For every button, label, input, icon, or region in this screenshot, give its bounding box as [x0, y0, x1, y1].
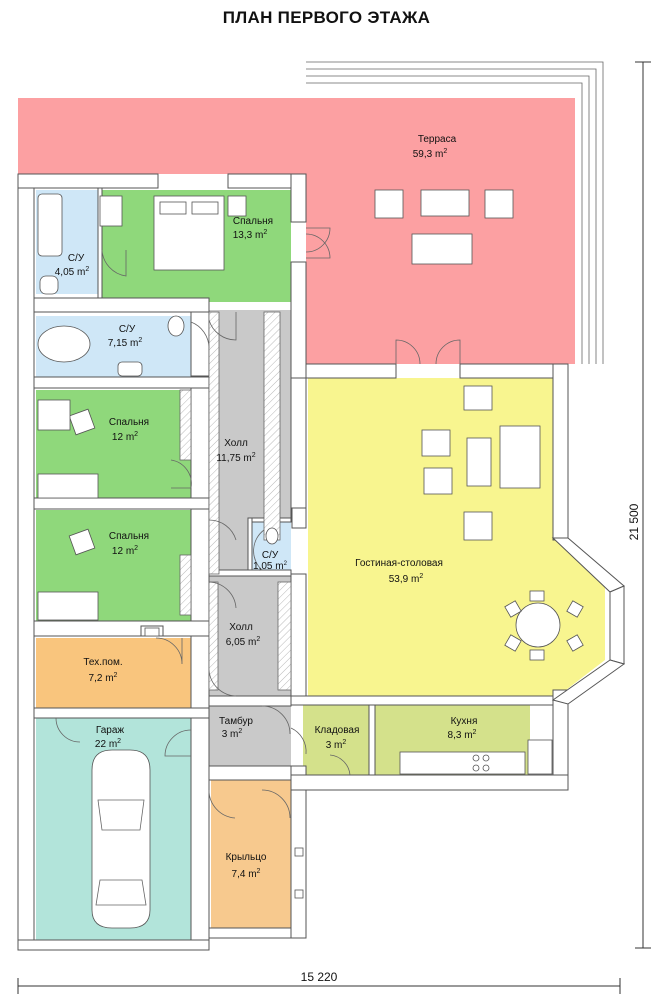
storage-fill: [303, 705, 369, 775]
furniture: [37, 189, 584, 929]
storage-area: 3 m2: [326, 739, 347, 751]
dimension-width: 15 220: [17, 970, 621, 994]
terrace-fill: [18, 98, 575, 364]
porch-name: Крыльцо: [226, 852, 267, 863]
height-label: 21 500: [627, 503, 641, 540]
garage-area: 22 m2: [95, 738, 121, 750]
bedroom1-name: Спальня: [233, 216, 273, 227]
bedroom3-area: 12 m2: [112, 545, 138, 557]
hall2-name: Холл: [229, 622, 253, 633]
porch-fill: [211, 780, 291, 928]
garage-name: Гараж: [96, 725, 125, 736]
bedroom2-name: Спальня: [109, 417, 149, 428]
walls: [17, 173, 626, 951]
bath2-area: 7,15 m2: [108, 337, 143, 349]
hall2-fill: [209, 575, 291, 696]
tech-fill: [36, 638, 191, 708]
bedroom1-area: 13,3 m2: [233, 229, 268, 241]
bath1-name: С/У: [68, 253, 85, 264]
doors: [55, 227, 461, 819]
bath2-name: С/У: [119, 324, 136, 335]
porch-area: 7,4 m2: [232, 868, 261, 880]
wc-name: С/У: [262, 550, 279, 561]
room-labels: Терраса 59,3 m2 С/У 4,05 m2 Спальня 13,3…: [55, 134, 478, 880]
dimension-height: 21 500: [627, 61, 651, 949]
hall1-area: 11,75 m2: [216, 452, 255, 464]
tech-name: Тех.пом.: [83, 657, 122, 668]
hall2-area: 6,05 m2: [226, 636, 261, 648]
tambour-name: Тамбур: [219, 715, 253, 727]
living-name: Гостиная-столовая: [355, 558, 443, 569]
width-label: 15 220: [301, 970, 338, 984]
hatched-partitions: [140, 311, 307, 691]
living-area: 53,9 m2: [389, 573, 424, 585]
bath1-area: 4,05 m2: [55, 266, 90, 278]
kitchen-area: 8,3 m2: [448, 729, 477, 741]
terrace-area: 59,3 m2: [413, 148, 448, 160]
bedroom3-name: Спальня: [109, 531, 149, 542]
plan-title: ПЛАН ПЕРВОГО ЭТАЖА: [222, 8, 431, 27]
hall1-name: Холл: [224, 438, 248, 449]
tambour-fill: [209, 706, 291, 766]
tambour-area: 3 m2: [222, 728, 243, 740]
bedroom2-area: 12 m2: [112, 431, 138, 443]
kitchen-name: Кухня: [451, 716, 478, 727]
porch-posts: [294, 847, 304, 899]
terrace-railing: [306, 61, 604, 364]
terrace-name: Терраса: [418, 134, 457, 145]
storage-name: Кладовая: [315, 725, 360, 736]
tech-area: 7,2 m2: [89, 672, 118, 684]
wc-area: 1,05 m2: [253, 561, 288, 572]
